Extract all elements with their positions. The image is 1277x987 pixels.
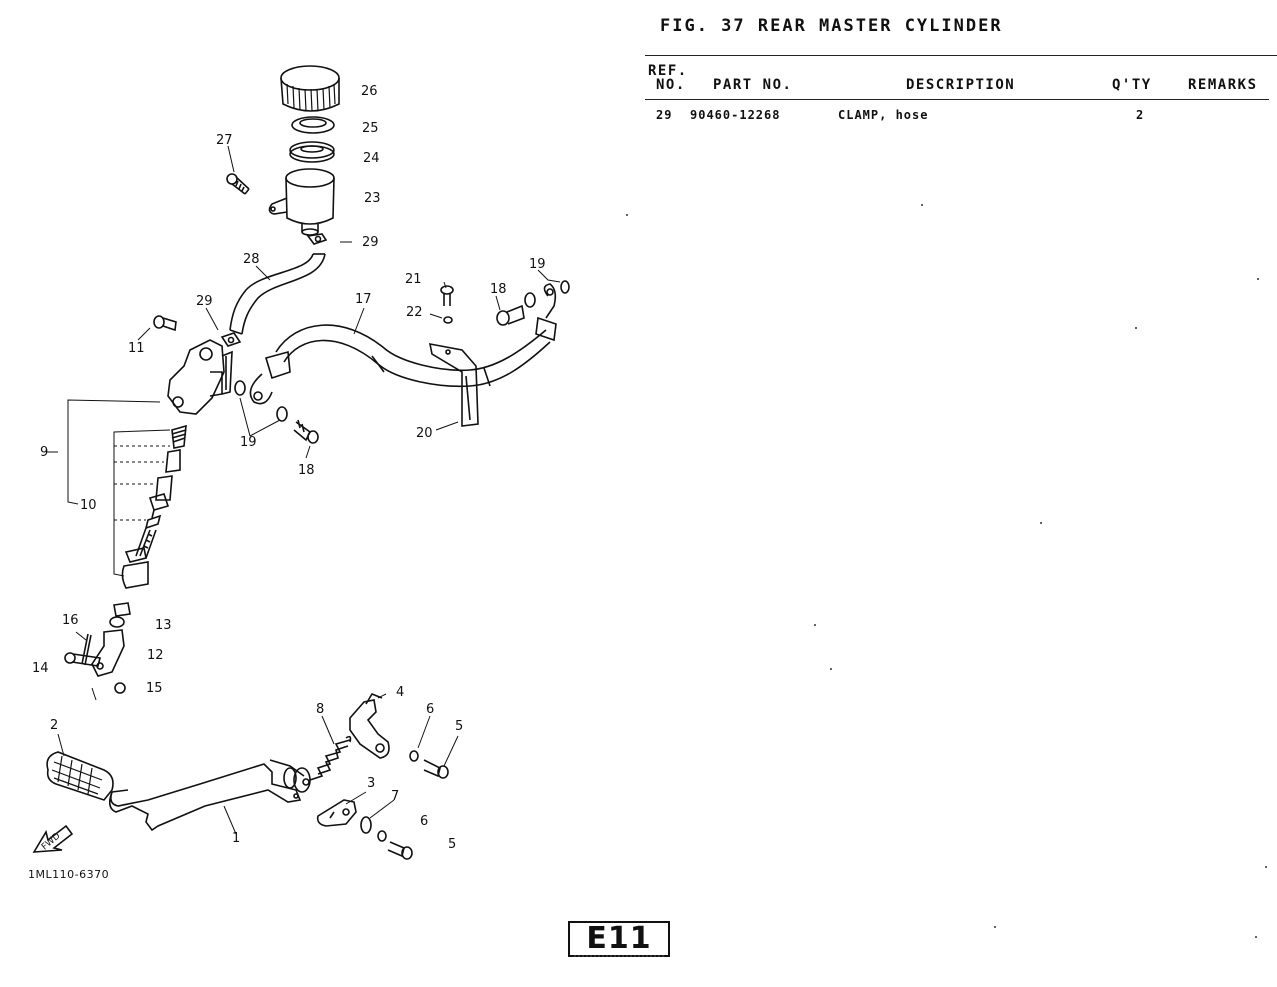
footrest-rubber-part [46,751,114,801]
callout-24: 24 [363,151,380,166]
col-header-ref-line1: REF. [648,63,688,79]
scan-speck [921,204,923,206]
header-top-rule [645,55,1277,56]
clevis-part [91,629,125,677]
callout-11: 11 [128,341,145,356]
screw-21-part [440,285,454,306]
callout-20: 20 [416,426,433,441]
union-bolt-lower-part [293,419,319,444]
callout-8: 8 [316,702,324,717]
callout-5-lower: 5 [448,837,456,852]
callout-16: 16 [62,613,79,628]
reservoir-cap-part [280,65,340,112]
callout-5-upper: 5 [455,719,463,734]
washer-19-upper-a [524,292,536,308]
callout-3: 3 [367,776,375,791]
scan-speck [1257,278,1259,280]
fwd-arrow-icon [32,824,74,853]
scan-speck [994,926,996,928]
return-spring-part [302,735,352,786]
callout-22: 22 [406,305,423,320]
scan-speck [830,668,832,670]
clamp-top-part [306,233,328,245]
row-description: CLAMP, hose [838,108,929,122]
callout-19-lower: 19 [240,435,257,450]
callout-17: 17 [355,292,372,307]
callout-29-lower: 29 [196,294,213,309]
reservoir-hose-part [229,253,326,335]
bolt-5-lower-part [387,841,413,860]
row-ref: 29 [656,108,673,122]
callout-25: 25 [362,121,379,136]
bolt-27-part [226,173,250,195]
col-header-qty: Q'TY [1112,77,1152,93]
callout-23: 23 [364,191,381,206]
diagram-code: 1ML110-6370 [28,868,110,881]
callout-26: 26 [361,84,378,99]
callout-14: 14 [32,661,49,676]
piston-kit-part [121,424,187,589]
cotter-pin-16-part [81,633,92,666]
callout-13: 13 [155,618,172,633]
pedal-plate-part [316,799,357,827]
scan-speck [814,624,816,626]
exploded-parts-diagram: 26 25 24 23 27 29 28 29 11 9 10 17 21 22… [32,65,570,860]
callout-28: 28 [243,252,260,267]
callout-15: 15 [146,681,163,696]
callout-21: 21 [405,272,422,287]
callout-12: 12 [147,648,164,663]
callout-7: 7 [391,789,399,804]
callout-2: 2 [50,718,58,733]
scan-speck [626,214,628,216]
washer-6-upper-part [409,750,419,762]
washer-19-lower-a [234,380,246,396]
nut-13-part [109,602,131,628]
callout-29-top: 29 [362,235,379,250]
reservoir-tank-part [268,168,335,236]
diaphragm-plate-part [291,116,335,134]
pedal-bracket-part [349,693,390,759]
callout-27: 27 [216,133,233,148]
washer-19-upper-b [560,280,570,294]
scan-speck [1255,936,1257,938]
washer-22-part [443,316,453,324]
bolt-5-upper-part [423,759,449,779]
scan-speck [1265,866,1267,868]
callout-1: 1 [232,831,240,846]
figure-title: FIG. 37 REAR MASTER CYLINDER [660,16,1003,36]
callout-18-upper: 18 [490,282,507,297]
callout-9: 9 [40,445,48,460]
union-bolt-upper-part [496,304,525,326]
group-bracket [67,399,171,577]
washer-7-part [360,816,372,834]
col-header-ref-line2: NO. [656,77,686,93]
callout-18-lower: 18 [298,463,315,478]
washer-15-part [114,682,126,694]
brake-pedal-part [108,759,311,832]
callout-10: 10 [80,498,97,513]
callout-4: 4 [396,685,404,700]
hose-guide-part [428,342,479,427]
clamp-lower-part [220,332,242,347]
diaphragm-part [289,141,335,163]
col-header-remarks: REMARKS [1188,77,1258,93]
scan-speck [1040,522,1042,524]
header-bottom-rule [645,99,1269,100]
row-part-no: 90460-12268 [690,108,781,122]
scan-speck [1135,327,1137,329]
washer-6-lower-part [377,830,387,842]
master-cylinder-body-part [167,339,233,415]
callout-6-lower: 6 [420,814,428,829]
bolt-11-part [153,315,177,332]
callout-19-upper: 19 [529,257,546,272]
page-stamp-text: E11 [586,921,652,956]
col-header-part-no: PART NO. [713,77,793,93]
page-stamp: E11 [568,921,670,957]
col-header-description: DESCRIPTION [906,77,1016,93]
washer-19-lower-b [276,406,288,422]
callout-6-upper: 6 [426,702,434,717]
stamp-dotted-line [574,955,664,957]
row-qty: 2 [1136,108,1145,122]
brake-hose-part [249,283,557,405]
